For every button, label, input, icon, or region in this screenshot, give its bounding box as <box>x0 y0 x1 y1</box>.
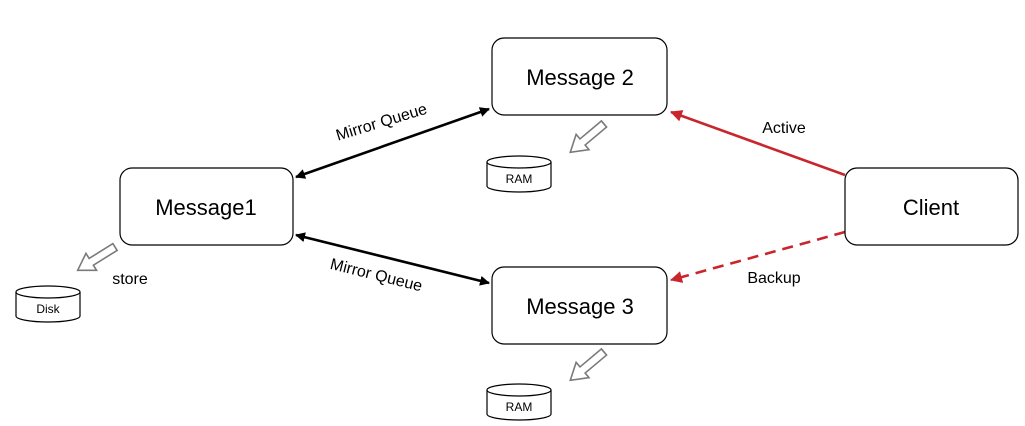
node-message3: Message 3 <box>491 266 668 345</box>
hollow-arrow-icon-ram-top <box>569 119 608 154</box>
disk-storage-icon: Disk <box>15 285 81 323</box>
mirror-queue-edge-top <box>295 107 490 179</box>
active-edge <box>670 110 846 177</box>
disk-label: Disk <box>36 302 60 316</box>
node-client: Client <box>844 167 1019 246</box>
node-message2: Message 2 <box>491 37 668 116</box>
mirror-queue-label-bottom: Mirror Queue <box>328 256 424 295</box>
hollow-arrow-icon-ram-bottom <box>569 347 608 382</box>
ram-label-bottom: RAM <box>506 400 533 414</box>
active-label: Active <box>762 120 806 137</box>
ram-storage-icon-bottom: RAM <box>486 383 552 421</box>
mirror-queue-label-top: Mirror Queue <box>334 101 429 145</box>
ram-storage-icon-top: RAM <box>486 155 552 193</box>
node-message1-label: Message1 <box>155 195 257 220</box>
backup-edge <box>670 230 846 283</box>
store-label: store <box>112 271 148 288</box>
node-client-label: Client <box>903 195 959 220</box>
node-message2-label: Message 2 <box>526 65 634 90</box>
backup-label: Backup <box>747 270 800 287</box>
node-message3-label: Message 3 <box>526 294 634 319</box>
ram-label-top: RAM <box>506 172 533 186</box>
node-message1: Message1 <box>119 167 294 246</box>
hollow-arrow-icon-disk <box>76 242 119 272</box>
mirror-queue-edge-bottom <box>295 232 490 286</box>
